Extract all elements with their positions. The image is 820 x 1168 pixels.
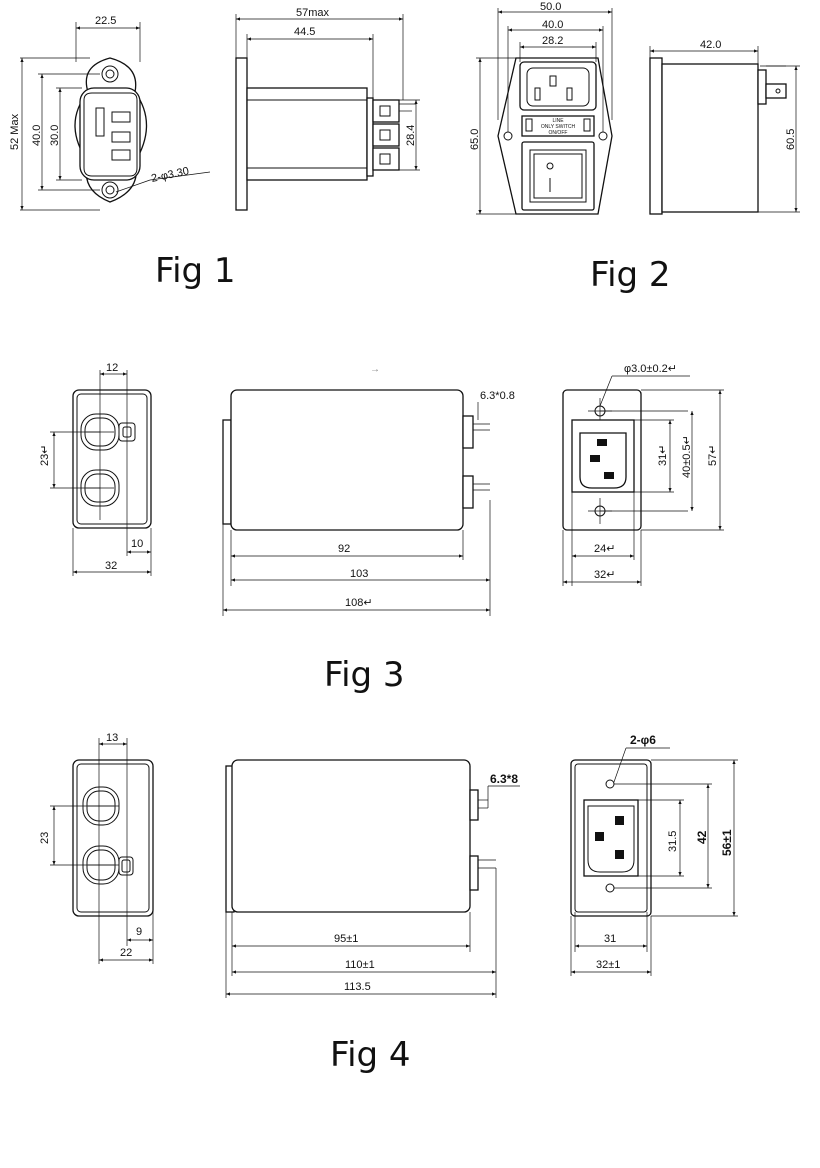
- fig4-dim-h42: 42: [695, 830, 709, 844]
- fig3-dim-d103: 103: [350, 568, 368, 580]
- fig1-dim-width: 22.5: [95, 15, 116, 27]
- fig3-dim-pitch23: 23↵: [39, 445, 51, 466]
- fig3-dim-d92: 92: [338, 543, 350, 555]
- fig2-plate-line1: LINE: [552, 118, 564, 124]
- fig1-dim-depth-max: 57max: [296, 7, 330, 19]
- fig2-side-view: 42.0 60.5: [649, 39, 800, 215]
- fig1-dim-terminal-span: 28.4: [405, 125, 417, 146]
- fig1-side-view: 57max 44.5 28.4: [235, 7, 420, 211]
- fig1-caption: Fig 1: [155, 251, 236, 291]
- fig4-side-view: 6.3*8 95±1 110±1 113.5: [225, 759, 520, 998]
- fig4-dim-right9: 9: [136, 926, 142, 938]
- fig4-dim-tab: 6.3*8: [490, 772, 518, 786]
- fig2-plate-line3: ON/OFF: [549, 130, 568, 136]
- fig4-dim-holes: 2-φ6: [630, 733, 656, 747]
- fig2-plate-line2: ONLY SWITCH: [541, 124, 576, 130]
- fig3-dim-h40: 40±0.5↵: [681, 435, 693, 478]
- fig4-dim-pitch23: 23: [39, 832, 51, 844]
- fig1-front-view: 22.5 52 Max 40.0 30.0 2-φ3.30: [9, 15, 211, 211]
- fig1-dim-inlet-height: 30.0: [49, 125, 61, 146]
- fig3-dim-w24: 24↵: [594, 543, 615, 555]
- fig4-dim-w31: 31: [604, 933, 616, 945]
- fig3-caption: Fig 3: [324, 655, 405, 695]
- fig2-dim-h60: 60.5: [785, 129, 797, 150]
- fig4-dim-d110: 110±1: [345, 959, 375, 971]
- fig3-front-view: 31↵ 40±0.5↵ 57↵ φ3.0±0.2↵ 24↵ 32↵: [562, 363, 724, 586]
- fig4-front-view: 2-φ6 31.5 42 56±1 31 32±1: [570, 733, 738, 976]
- fig3-dim-h57: 57↵: [707, 445, 719, 466]
- fig2-caption: Fig 2: [590, 255, 671, 295]
- fig3-dim-hole: φ3.0±0.2↵: [624, 363, 677, 375]
- fig2-dim-w50: 50.0: [540, 1, 561, 13]
- fig2-dim-w40: 40.0: [542, 19, 563, 31]
- fig2-dim-w28: 28.2: [542, 35, 563, 47]
- fig4-dim-h56: 56±1: [720, 829, 734, 856]
- fig1-dim-hole-pitch: 40.0: [31, 125, 43, 146]
- fig4-dim-w32: 32±1: [596, 959, 620, 971]
- fig4-dim-top13: 13: [106, 732, 118, 744]
- fig4-dim-width22: 22: [120, 947, 132, 959]
- fig4-rear-view: 13 23 9 22: [39, 732, 154, 964]
- svg-text:→: →: [370, 364, 380, 375]
- fig3-dim-h31: 31↵: [657, 445, 669, 466]
- fig3-dim-d108: 108↵: [345, 597, 373, 609]
- fig3-dim-w32: 32↵: [594, 569, 615, 581]
- fig3-dim-right10: 10: [131, 538, 143, 550]
- fig1-dim-height-max: 52 Max: [9, 113, 21, 150]
- fig3-dim-tab: 6.3*0.8: [480, 390, 515, 402]
- power-switch: [529, 149, 587, 203]
- fig3-side-view: → 6.3*0.8 92 103 108↵: [222, 364, 515, 616]
- fig3-rear-view: 12 23↵ 10 32: [39, 362, 152, 576]
- fig3-dim-top12: 12: [106, 362, 118, 374]
- fig2-dim-depth: 42.0: [700, 39, 721, 51]
- fig4-caption: Fig 4: [330, 1035, 411, 1075]
- fig1-dim-holes: 2-φ3.30: [150, 165, 190, 185]
- fig4-dim-h31: 31.5: [667, 831, 679, 852]
- fig3-dim-width32: 32: [105, 560, 117, 572]
- fig1-dim-depth-body: 44.5: [294, 26, 315, 38]
- fig4-dim-d95: 95±1: [334, 933, 358, 945]
- fig4-dim-d113: 113.5: [344, 981, 371, 993]
- fig2-front-view: LINE ONLY SWITCH ON/OFF 50.0 40.0 28.2 6…: [469, 1, 613, 215]
- fig2-dim-h65: 65.0: [469, 129, 481, 150]
